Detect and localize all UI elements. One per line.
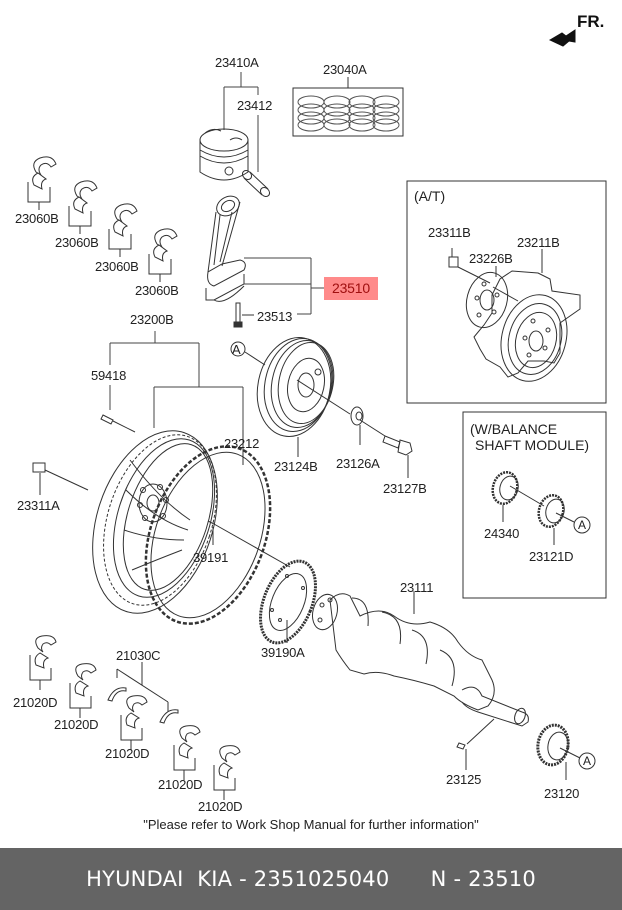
part-label-23126A[interactable]: 23126A bbox=[336, 456, 380, 471]
main-bearing-illustrations bbox=[30, 636, 240, 800]
front-direction-label: FR. bbox=[577, 12, 605, 31]
part-label-23311A[interactable]: 23311A bbox=[17, 498, 60, 513]
piston-rings-illustration bbox=[293, 77, 403, 136]
ref-marker-A-pulley[interactable]: A bbox=[232, 342, 241, 357]
part-label-23120[interactable]: 23120 bbox=[544, 786, 580, 801]
footer-part-number: 2351025040 bbox=[253, 867, 390, 891]
exploded-parts-diagram bbox=[0, 0, 622, 848]
part-label-24340[interactable]: 24340 bbox=[484, 526, 520, 541]
crankshaft-illustration bbox=[309, 591, 529, 770]
pulley-bolt-illustration bbox=[383, 436, 412, 478]
footer-catalog-label: N bbox=[430, 867, 447, 891]
balance-box-title-line2: SHAFT MODULE) bbox=[475, 437, 590, 453]
crank-sprocket-illustration bbox=[535, 723, 595, 780]
part-label-23211B[interactable]: 23211B bbox=[517, 235, 560, 250]
part-label-39190A[interactable]: 39190A bbox=[261, 645, 305, 660]
part-label-23311B[interactable]: 23311B bbox=[428, 225, 471, 240]
piston-illustration bbox=[200, 129, 248, 180]
part-number-footer: HYUNDAI KIA - 2351025040 N - 23510 bbox=[0, 848, 622, 910]
ref-marker-A-sprocket[interactable]: A bbox=[583, 754, 591, 768]
flywheel-illustration bbox=[71, 415, 239, 630]
part-label-21020D-4[interactable]: 21020D bbox=[158, 777, 203, 792]
reluctor-bolt-illustration bbox=[208, 521, 290, 567]
connecting-rod-illustration bbox=[206, 192, 245, 301]
reluctor-ring-illustration bbox=[250, 553, 327, 651]
part-label-59418[interactable]: 59418 bbox=[91, 368, 127, 383]
part-label-23510-highlighted[interactable]: 23510 bbox=[324, 277, 378, 300]
part-label-23513[interactable]: 23513 bbox=[257, 309, 293, 324]
ref-marker-A-balance[interactable]: A bbox=[578, 518, 586, 532]
part-label-21020D-1[interactable]: 21020D bbox=[13, 695, 58, 710]
part-label-23200B[interactable]: 23200B bbox=[130, 312, 174, 327]
dowel-pin-illustration bbox=[101, 415, 135, 432]
part-label-23127B[interactable]: 23127B bbox=[383, 481, 427, 496]
washer-illustration bbox=[351, 407, 385, 445]
part-label-23125[interactable]: 23125 bbox=[446, 772, 482, 787]
part-label-39191[interactable]: 39191 bbox=[193, 550, 229, 565]
ref-marker-A-text: A bbox=[232, 342, 241, 357]
part-label-21020D-5[interactable]: 21020D bbox=[198, 799, 243, 814]
leader-23510 bbox=[244, 258, 324, 314]
at-drive-plate-box bbox=[407, 181, 606, 403]
conrod-bolt-illustration bbox=[234, 303, 254, 327]
footer-catalog-number: 23510 bbox=[468, 867, 536, 891]
footer-gap bbox=[389, 867, 430, 891]
leader-23200B bbox=[110, 331, 243, 430]
part-label-23121D[interactable]: 23121D bbox=[529, 549, 574, 564]
footer-separator-1: - bbox=[232, 867, 254, 891]
footer-separator-2: - bbox=[446, 867, 469, 891]
leader-23410A bbox=[224, 72, 258, 172]
damper-pulley-illustration bbox=[231, 331, 350, 457]
part-label-21030C[interactable]: 21030C bbox=[116, 648, 161, 663]
balance-shaft-module-box bbox=[463, 412, 606, 598]
ring-gear-illustration bbox=[123, 429, 293, 641]
part-label-23040A[interactable]: 23040A bbox=[323, 62, 367, 77]
part-label-23212[interactable]: 23212 bbox=[224, 436, 260, 451]
part-label-23412[interactable]: 23412 bbox=[237, 98, 273, 113]
flywheel-bolt-illustration bbox=[33, 463, 88, 495]
workshop-manual-note: "Please refer to Work Shop Manual for fu… bbox=[143, 817, 479, 832]
conrod-bearing-illustrations bbox=[28, 157, 177, 282]
part-label-23060B-3[interactable]: 23060B bbox=[95, 259, 139, 274]
part-label-23226B[interactable]: 23226B bbox=[469, 251, 513, 266]
footer-brand: HYUNDAI KIA bbox=[86, 867, 233, 891]
part-label-23060B-4[interactable]: 23060B bbox=[135, 283, 179, 298]
part-label-23124B[interactable]: 23124B bbox=[274, 459, 318, 474]
balance-box-title-line1: (W/BALANCE bbox=[470, 421, 558, 437]
part-label-23410A[interactable]: 23410A bbox=[215, 55, 259, 70]
front-arrow-icon bbox=[550, 30, 575, 46]
piston-pin-illustration bbox=[241, 169, 272, 199]
part-label-23060B-2[interactable]: 23060B bbox=[55, 235, 99, 250]
part-label-21020D-2[interactable]: 21020D bbox=[54, 717, 99, 732]
part-label-23111[interactable]: 23111 bbox=[400, 580, 434, 595]
part-label-21020D-3[interactable]: 21020D bbox=[105, 746, 150, 761]
at-box-title: (A/T) bbox=[414, 188, 446, 204]
part-label-23060B-1[interactable]: 23060B bbox=[15, 211, 59, 226]
